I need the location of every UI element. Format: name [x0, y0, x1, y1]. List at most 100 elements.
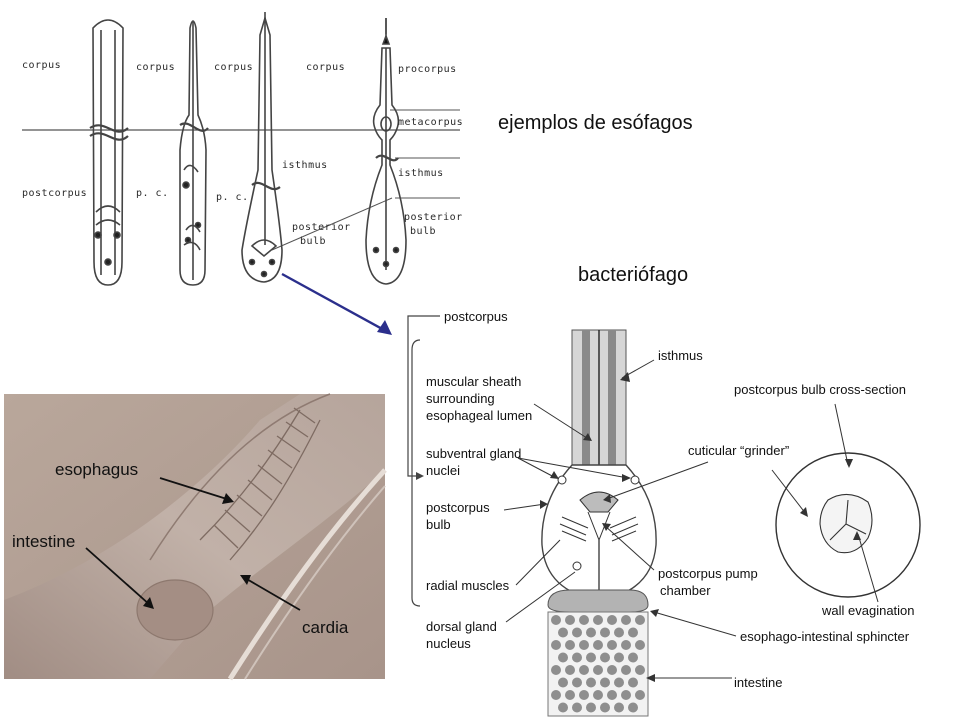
intestine-cell [551, 690, 561, 700]
d4-corpus-label: corpus [306, 62, 346, 73]
link-arrow-head-icon [377, 320, 392, 335]
dorsal-gland-label-2: nucleus [426, 636, 471, 651]
micrograph-arrows [85, 477, 301, 611]
intestine-blob [136, 579, 214, 641]
subventral-label-2: nuclei [426, 463, 460, 478]
d4-metacorpus-label: metacorpus [398, 117, 464, 128]
subventral-nucleus-right [630, 475, 640, 485]
intestine-arrowhead-icon [646, 674, 655, 682]
intestine-cells [551, 615, 645, 713]
d2-corpus-label: corpus [136, 62, 176, 73]
intestine-cell [614, 677, 624, 688]
pump-label-1: postcorpus pump [658, 566, 758, 581]
d4-isthmus-label: isthmus [398, 168, 444, 179]
intestine-cell [558, 652, 568, 663]
intestine-cell [565, 615, 575, 625]
d4-posterior-label: posterior [404, 212, 463, 223]
isthmus-tube [571, 329, 627, 475]
intestine-cell [579, 615, 589, 625]
intestine-cell [635, 640, 645, 650]
intestine-cell [635, 615, 645, 625]
intestine-cell [635, 690, 645, 700]
intestine-cell [565, 690, 575, 700]
sphincter-label: esophago-intestinal sphincter [740, 629, 910, 644]
intestine-cell [621, 640, 631, 650]
posterior-bulb-divider-line [271, 197, 393, 251]
bracket-arrowhead-icon [416, 472, 424, 480]
examples-heading: ejemplos de esófagos [498, 112, 693, 134]
bulb-arrowhead-icon [540, 500, 548, 509]
intestine-arrowhead-icon [143, 597, 154, 609]
body-wall-line [149, 393, 331, 561]
isthmus-label: isthmus [658, 348, 703, 363]
intestine-cell [607, 665, 617, 675]
grinder-label: cuticular “grinder” [688, 443, 790, 458]
cross-section-arrowhead-icon [845, 459, 853, 468]
intestine-cell [579, 640, 589, 650]
intestine-cell [628, 677, 638, 688]
cardia-arrowhead-icon [240, 575, 251, 585]
intestine-cell [607, 615, 617, 625]
intestine-cell [600, 627, 610, 638]
muscular-sheath-label-3: esophageal lumen [426, 408, 533, 423]
isthmus-arrowhead-icon [620, 372, 630, 382]
subventral-left-arrowhead-icon [550, 471, 559, 479]
postcorpus-bulb-label-2: bulb [426, 517, 451, 532]
intestine-cell [558, 627, 568, 638]
intestine-cell [565, 665, 575, 675]
subventral-label-1: subventral gland [426, 446, 522, 461]
intestine-cell [600, 677, 610, 688]
d1-postcorpus-label: postcorpus [22, 188, 88, 199]
intestine-cell [635, 665, 645, 675]
dorsal-gland-nucleus [572, 561, 582, 571]
d4-bulb-label: bulb [410, 226, 437, 237]
schematic-intestine-label: intestine [734, 675, 783, 690]
radial-muscles-label: radial muscles [426, 578, 510, 593]
intestine-cell [628, 652, 638, 663]
muscular-sheath-label-2: surrounding [426, 391, 495, 406]
photo-esophagus-label: esophagus [55, 460, 139, 479]
intestine-cell [586, 677, 596, 688]
intestine-cell [607, 640, 617, 650]
d4-procorpus-label: procorpus [398, 64, 457, 75]
esophagus-diagram-1 [89, 19, 129, 286]
intestine-cell [621, 615, 631, 625]
cross-section-grinder-arrowhead-icon [800, 507, 808, 517]
esophagus-arrowhead-icon [222, 493, 234, 504]
photo-cardia-label: cardia [302, 618, 349, 637]
cuticle-line [244, 485, 386, 680]
subventral-nucleus-left [557, 475, 567, 485]
d3-bulb-label: bulb [300, 236, 327, 247]
schematic-leader-lines [503, 359, 879, 679]
cross-section-label: postcorpus bulb cross-section [734, 382, 906, 397]
intestine-cell [572, 677, 582, 688]
intestine-cell [614, 627, 624, 638]
intestine-cell [586, 702, 596, 713]
intestine-cell [628, 702, 638, 713]
sphincter-arrowhead-icon [650, 609, 659, 617]
d1-corpus-label: corpus [22, 60, 62, 71]
intestine-cell [572, 627, 582, 638]
d2-pc-label: p. c. [136, 188, 169, 199]
schematic-arrowheads [540, 372, 861, 682]
dorsal-gland-label-1: dorsal gland [426, 619, 497, 634]
esophagus-diagram-4 [365, 18, 407, 285]
wall-evagination-label: wall evagination [822, 603, 915, 618]
intestine-cell [558, 702, 568, 713]
d3-posterior-label: posterior [292, 222, 351, 233]
wall-evagination-arrowhead-icon [853, 531, 861, 540]
pump-label-2: chamber [660, 583, 711, 598]
esophagus-diagram-2 [179, 20, 209, 286]
photo-intestine-label: intestine [12, 532, 76, 551]
intestine-cell [579, 665, 589, 675]
intestine-cell [621, 665, 631, 675]
intestine-cell [586, 652, 596, 663]
pump-arrowhead-icon [602, 523, 611, 531]
intestine-cell [607, 690, 617, 700]
intestine-cell [558, 677, 568, 688]
postcorpus-bracket [407, 315, 440, 477]
